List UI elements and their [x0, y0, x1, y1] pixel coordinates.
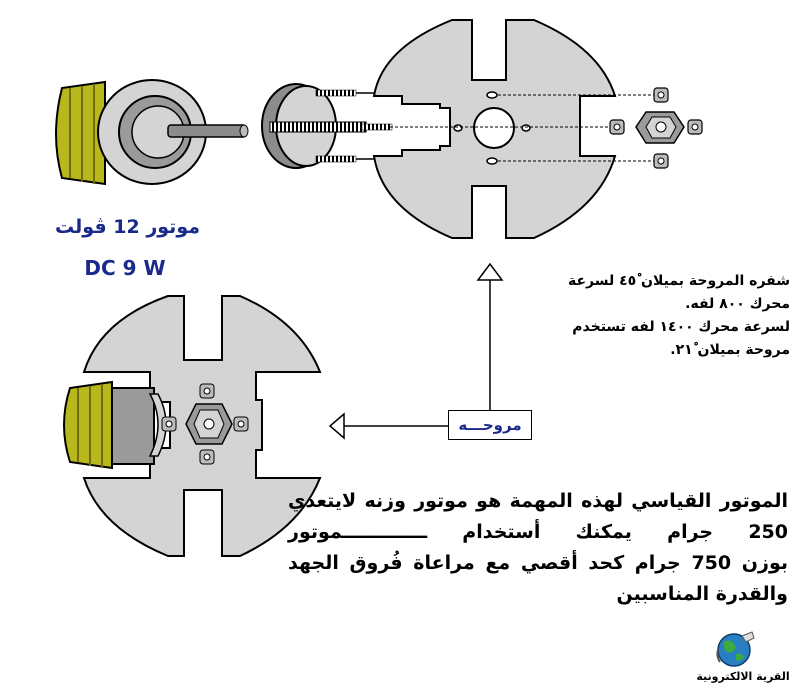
fan-note-line: محرك ٨٠٠ لفه.	[685, 296, 790, 312]
dashed-guides	[390, 94, 655, 162]
motor-title: موتور 12 ڤولت	[55, 216, 200, 238]
motor-spec: DC 9 W	[84, 256, 166, 280]
globe-logo-icon	[716, 631, 755, 667]
description-line: والقدرة المناسبين	[616, 583, 788, 605]
description-line: الموتور القياسي لهذه المهمة هو موتور وزن…	[288, 490, 788, 512]
fan-blade-top	[372, 19, 617, 239]
logo-text: القرية الالكترونية	[696, 670, 790, 683]
fan-label: مروحـــه	[448, 410, 532, 440]
motor-description: الموتور القياسي لهذه المهمة هو موتور وزن…	[288, 486, 788, 610]
arrow-up	[476, 262, 504, 410]
motor-exploded	[55, 79, 249, 186]
fan-note-line: مروحة بميلان ٢١ْ.	[670, 342, 790, 358]
hub-nut-top	[609, 87, 703, 169]
description-line: بوزن 750 جرام كحد أقصي مع مراعاة فُروق ا…	[288, 552, 788, 574]
motor-shaft	[167, 124, 247, 138]
fan-note-line: شفره المروحة بميلان ٤٥ْ لسرعة	[567, 273, 790, 289]
fan-assembled	[63, 295, 322, 557]
fan-pitch-note: شفره المروحة بميلان ٤٥ْ لسرعة محرك ٨٠٠ ل…	[520, 270, 790, 362]
adapter-hub	[261, 83, 393, 169]
fan-note-line: لسرعة محرك ١٤٠٠ لفه تستخدم	[572, 319, 790, 335]
motor-body	[55, 80, 106, 186]
arrow-left	[328, 412, 448, 440]
description-line: 250 جرام يمكنك أستخدام ـــــــــــــموتو…	[288, 521, 788, 543]
